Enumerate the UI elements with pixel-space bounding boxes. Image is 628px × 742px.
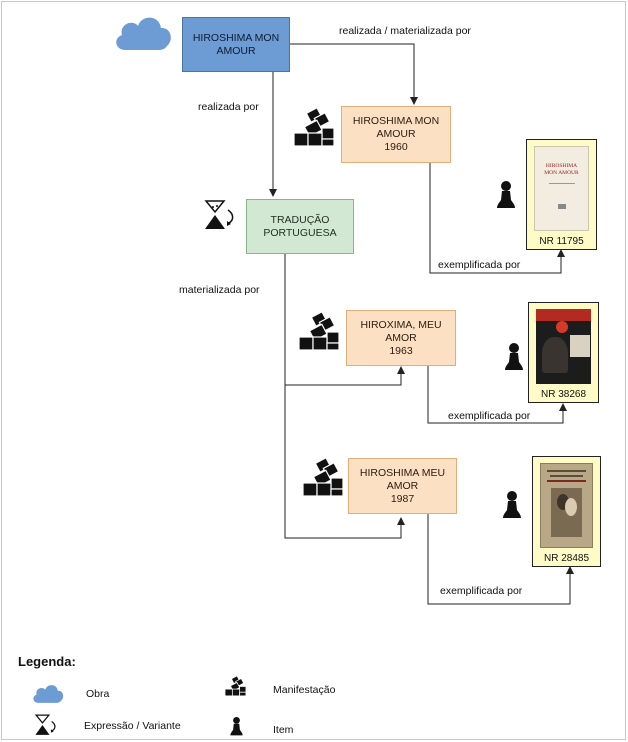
node-manif-1987: HIROSHIMA MEU AMOR 1987	[348, 458, 457, 514]
pawn-icon	[503, 491, 521, 518]
pawn-icon	[497, 181, 515, 208]
item-number: NR 28485	[543, 553, 590, 564]
legend-title: Legenda:	[18, 654, 76, 669]
edge-label-materializada: materializada por	[179, 284, 260, 296]
node-manif-1960: HIROSHIMA MON AMOUR 1960	[341, 106, 451, 163]
blocks-icon	[224, 676, 247, 697]
edge-label-exemplificada-2: exemplificada por	[448, 410, 531, 422]
legend-expressao-label: Expressão / Variante	[84, 720, 181, 732]
pawn-icon	[505, 343, 523, 370]
edge-expressao-to-manif-1963	[285, 366, 405, 386]
node-expressao: TRADUÇÃO PORTUGUESA	[246, 199, 354, 254]
blocks-icon	[298, 312, 340, 351]
legend-obra-label: Obra	[86, 688, 110, 700]
cloud-icon	[116, 17, 171, 50]
item-card-1: HIROSHIMA MON AMOUR NR 11795	[526, 139, 597, 250]
item-card-3: NR 28485	[532, 456, 601, 567]
legend-manifestacao-label: Manifestação	[273, 684, 336, 696]
book-cover-image: HIROSHIMA MON AMOUR	[534, 146, 589, 231]
cloud-icon	[33, 685, 64, 703]
book-cover-image	[540, 463, 593, 548]
edge-expressao-trunk	[284, 253, 405, 539]
edge-label-realizada-materializada: realizada / materializada por	[339, 25, 471, 37]
blocks-icon	[302, 458, 344, 497]
hourglass-icon	[204, 200, 234, 229]
item-card-2: NR 38268	[528, 302, 599, 403]
pawn-icon	[230, 716, 243, 736]
blocks-icon	[293, 108, 335, 147]
item-number: NR 38268	[540, 389, 587, 400]
edge-manif-1963-to-item	[427, 366, 567, 424]
item-number: NR 11795	[539, 236, 584, 247]
legend-item-label: Item	[273, 724, 294, 736]
node-obra: HIROSHIMA MON AMOUR	[182, 17, 290, 72]
edge-manif-1987-to-item	[427, 514, 574, 605]
node-manif-1963: HIROXIMA, MEU AMOR 1963	[346, 310, 456, 366]
book-cover-title: HIROSHIMA MON AMOUR	[544, 163, 579, 176]
edge-label-realizada: realizada por	[198, 101, 259, 113]
edge-label-exemplificada-1: exemplificada por	[438, 259, 521, 271]
edge-manif-1960-to-item	[429, 162, 565, 274]
edge-label-exemplificada-3: exemplificada por	[440, 585, 523, 597]
book-cover-image	[536, 309, 591, 384]
edge-obra-to-manif-1960	[290, 43, 418, 105]
hourglass-icon	[34, 714, 56, 735]
